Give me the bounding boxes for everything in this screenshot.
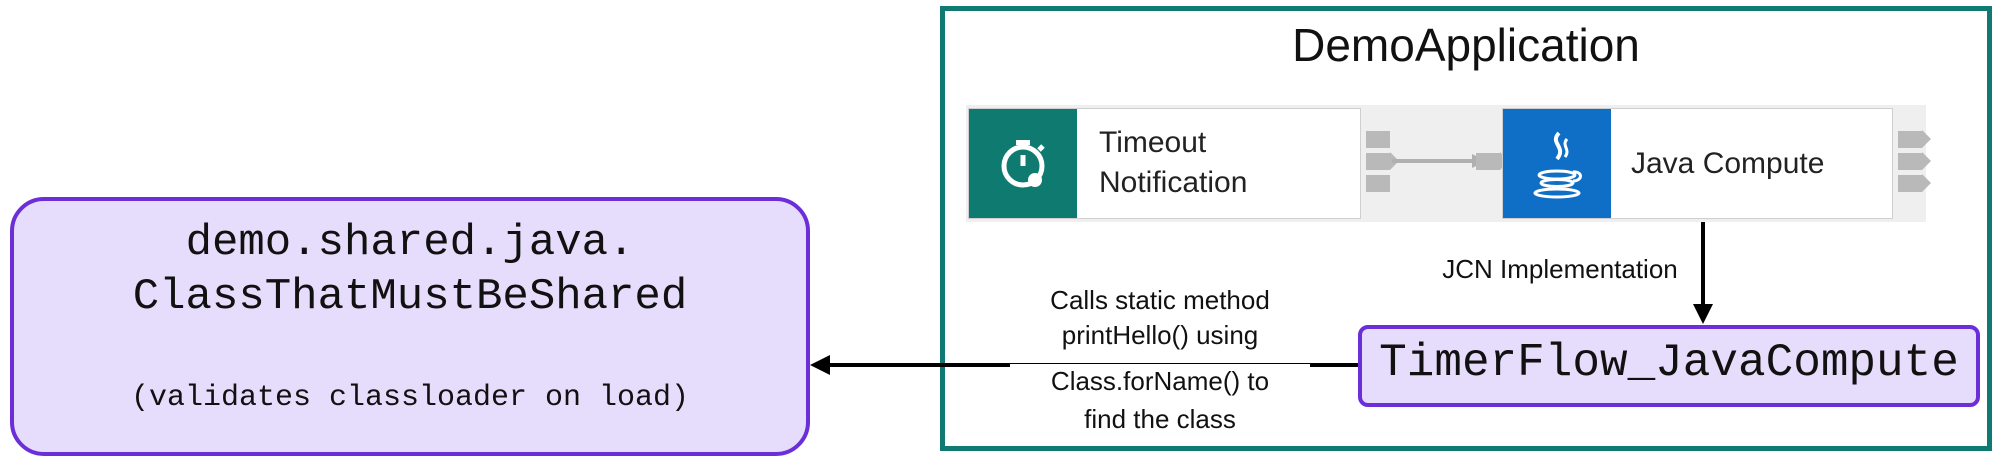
timeout-notification-node[interactable]: Timeout Notification <box>968 108 1361 219</box>
calls-label-line: Class.forName() to <box>1010 364 1310 399</box>
timeout-output-terminal[interactable] <box>1366 131 1390 148</box>
timeout-icon-tile <box>969 109 1077 218</box>
java-compute-node[interactable]: Java Compute <box>1502 108 1893 219</box>
calls-label-line: find the class <box>1084 404 1236 434</box>
jcn-implementation-arrow <box>1693 222 1713 324</box>
java-output-terminal-arrow <box>1922 174 1931 192</box>
shared-class-box <box>10 197 810 456</box>
application-title: DemoApplication <box>1292 19 1640 71</box>
timeout-node-label-line2: Notification <box>1099 166 1248 199</box>
java-icon-tile <box>1503 109 1611 218</box>
java-coffee-icon <box>1533 131 1582 199</box>
jcn-implementation-label: JCN Implementation <box>1442 254 1678 284</box>
java-output-terminal[interactable] <box>1898 131 1922 148</box>
java-output-terminal-arrow <box>1922 152 1931 170</box>
application-container <box>940 6 1992 451</box>
java-output-terminal[interactable] <box>1898 175 1922 192</box>
shared-class-name: ClassThatMustBeShared <box>132 272 688 322</box>
timeout-node-label-line1: Timeout <box>1099 126 1207 159</box>
calls-label-line: Calls static method <box>1010 283 1310 318</box>
java-output-terminal-arrow <box>1922 130 1931 148</box>
timeout-output-terminal[interactable] <box>1366 175 1390 192</box>
java-input-terminal[interactable] <box>1476 153 1500 170</box>
timerflow-javacompute-label: TimerFlow_JavaCompute <box>1379 337 1959 389</box>
shared-class-note: (validates classloader on load) <box>130 381 690 415</box>
timerflow-javacompute-box <box>1358 325 1980 407</box>
java-output-terminal[interactable] <box>1898 153 1922 170</box>
stopwatch-icon <box>1001 140 1045 188</box>
shared-class-package: demo.shared.java. <box>185 218 635 268</box>
calls-label-line: printHello() using <box>1010 318 1310 353</box>
timeout-node-label: Timeout Notification <box>1099 123 1247 203</box>
java-node-label: Java Compute <box>1631 147 1825 180</box>
timeout-output-terminal[interactable] <box>1366 153 1390 170</box>
